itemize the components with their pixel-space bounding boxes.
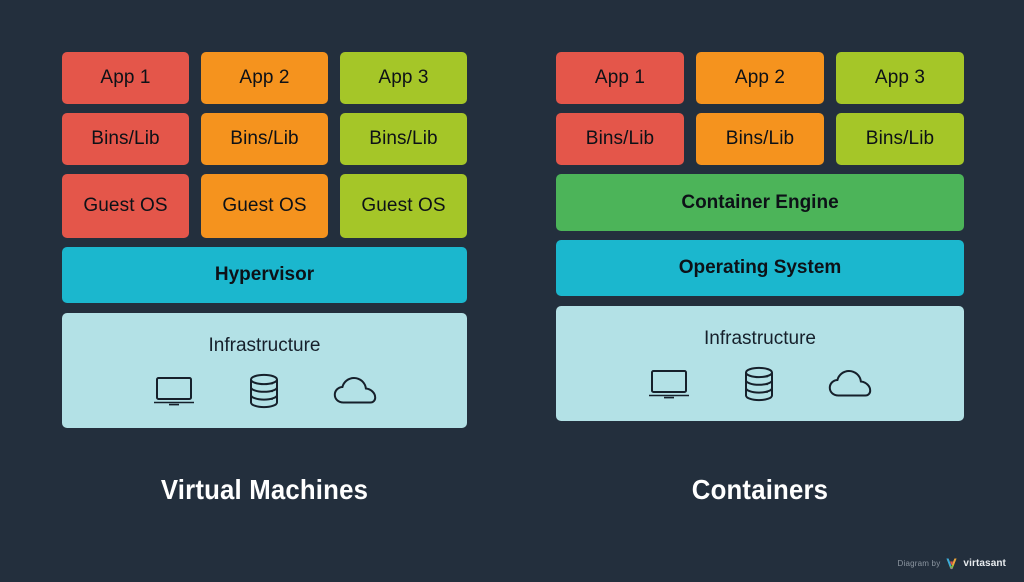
laptop-icon [153,376,195,406]
vm-guest-os-1-label: Guest OS [83,195,168,216]
container-engine-band[interactable]: Container Engine [556,174,964,231]
hypervisor-label: Hypervisor [214,264,315,285]
container-app-2-label: App 2 [734,67,786,88]
vm-infrastructure-band[interactable]: Infrastructure [62,313,467,428]
vm-guest-os-3-box[interactable]: Guest OS [340,174,467,238]
vm-infrastructure-icons [153,373,377,409]
container-bins-3-box[interactable]: Bins/Lib [836,113,964,165]
vm-bins-3-box[interactable]: Bins/Lib [340,113,467,165]
laptop-icon [648,369,690,399]
container-app-2-box[interactable]: App 2 [696,52,824,104]
container-bins-row: Bins/Lib Bins/Lib Bins/Lib [556,113,964,165]
cloud-icon [333,376,377,406]
virtasant-v-logo-icon [945,557,958,570]
container-bins-1-box[interactable]: Bins/Lib [556,113,684,165]
container-app-1-label: App 1 [594,67,646,88]
containers-caption: Containers [691,474,829,505]
watermark-brand: virtasant [963,558,1006,569]
vm-guest-os-2-label: Guest OS [222,195,307,216]
watermark-prefix: Diagram by [897,559,941,568]
operating-system-band[interactable]: Operating System [556,240,964,296]
container-app-3-box[interactable]: App 3 [836,52,964,104]
vm-bins-1-label: Bins/Lib [91,128,160,149]
containers-stack: App 1 App 2 App 3 Bins/Lib Bins/Lib Bins… [556,52,964,421]
vm-guest-os-2-box[interactable]: Guest OS [201,174,328,238]
operating-system-label: Operating System [678,257,842,278]
vm-guest-os-row: Guest OS Guest OS Guest OS [62,174,467,238]
container-bins-3-label: Bins/Lib [865,128,935,149]
vm-bins-2-label: Bins/Lib [230,128,299,149]
container-bins-2-label: Bins/Lib [725,128,795,149]
container-app-1-box[interactable]: App 1 [556,52,684,104]
container-app-3-label: App 3 [874,67,926,88]
vm-bins-3-label: Bins/Lib [369,128,438,149]
vm-app-3-label: App 3 [378,67,429,88]
database-icon [742,366,776,402]
vm-app-1-box[interactable]: App 1 [62,52,189,104]
vm-app-2-label: App 2 [239,67,290,88]
database-icon [247,373,281,409]
vm-bins-1-box[interactable]: Bins/Lib [62,113,189,165]
watermark: Diagram by virtasant [898,557,1007,570]
container-infrastructure-label: Infrastructure [704,328,816,349]
vm-guest-os-3-label: Guest OS [361,195,446,216]
vm-app-row: App 1 App 2 App 3 [62,52,467,104]
vm-app-3-box[interactable]: App 3 [340,52,467,104]
vm-app-2-box[interactable]: App 2 [201,52,328,104]
vm-bins-row: Bins/Lib Bins/Lib Bins/Lib [62,113,467,165]
vm-infrastructure-label: Infrastructure [208,335,321,356]
vm-bins-2-box[interactable]: Bins/Lib [201,113,328,165]
hypervisor-band[interactable]: Hypervisor [62,247,467,303]
container-bins-2-box[interactable]: Bins/Lib [696,113,824,165]
container-bins-1-label: Bins/Lib [585,128,655,149]
virtual-machines-caption: Virtual Machines [160,474,369,505]
vm-app-1-label: App 1 [100,67,151,88]
container-infrastructure-icons [648,366,872,402]
virtual-machines-stack: App 1 App 2 App 3 Bins/Lib Bins/Lib Bins… [62,52,467,428]
cloud-icon [828,369,872,399]
vm-guest-os-1-box[interactable]: Guest OS [62,174,189,238]
container-app-row: App 1 App 2 App 3 [556,52,964,104]
container-engine-label: Container Engine [681,191,839,213]
container-infrastructure-band[interactable]: Infrastructure [556,306,964,421]
